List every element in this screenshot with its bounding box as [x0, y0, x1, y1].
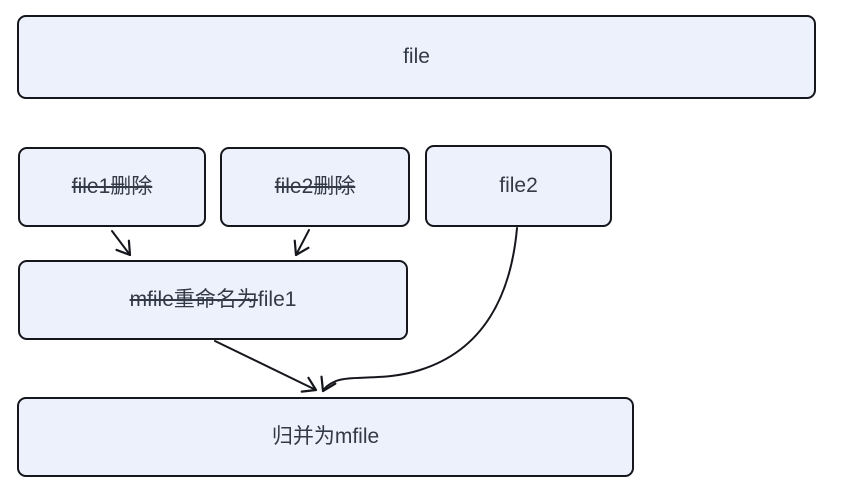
arrow-file2deleted-to-rename [293, 229, 310, 257]
node-file2: file2 [425, 145, 612, 227]
node-file1-deleted: file1删除 [18, 147, 206, 227]
node-file-label: file [403, 45, 430, 69]
arrow-rename-to-merge [214, 340, 318, 393]
node-file2-deleted: file2删除 [220, 147, 410, 227]
node-mfile-rename-plain-part: file1 [257, 288, 297, 312]
node-file2-label: file2 [499, 174, 538, 198]
node-mfile-rename-struck-part: mfile重命名为 [129, 288, 258, 312]
node-mfile-rename-label: mfile重命名为file1 [130, 287, 297, 312]
node-file: file [17, 15, 816, 99]
node-merge-label: 归并为mfile [271, 425, 380, 449]
node-merge: 归并为mfile [17, 397, 634, 477]
node-file1-deleted-label: file1删除 [71, 175, 153, 199]
node-mfile-rename: mfile重命名为file1 [18, 260, 408, 340]
arrow-file1deleted-to-rename [111, 230, 132, 257]
node-file2-deleted-label: file2删除 [274, 175, 356, 199]
